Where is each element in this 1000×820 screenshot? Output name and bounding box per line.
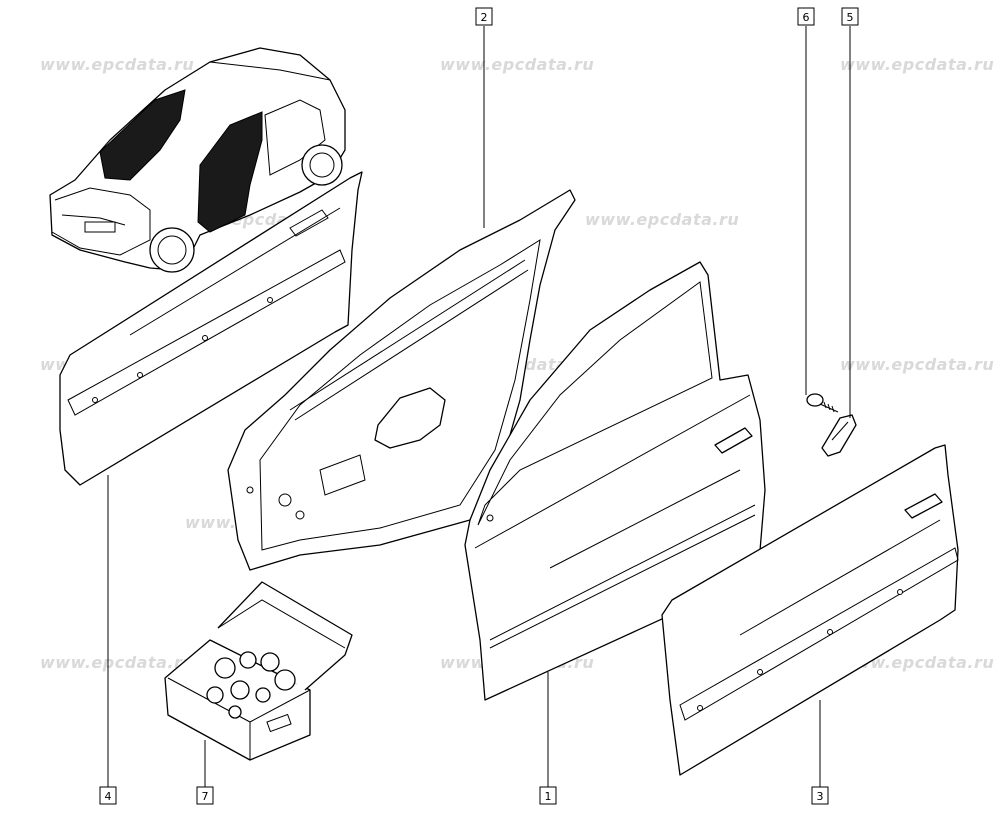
callout-label: 7 bbox=[202, 790, 209, 803]
part-4-door-panel bbox=[59, 171, 363, 486]
part-6-screw bbox=[806, 393, 839, 413]
watermark: www.epcdata.ru bbox=[840, 653, 994, 672]
callout-2: 2 bbox=[475, 7, 493, 26]
watermark: www.epcdata.ru bbox=[40, 55, 194, 74]
callout-label: 6 bbox=[803, 11, 810, 24]
callout-label: 2 bbox=[481, 11, 488, 24]
callout-7: 7 bbox=[196, 786, 214, 805]
watermark: www.epcdata.ru bbox=[840, 55, 994, 74]
callout-1: 1 bbox=[539, 786, 557, 805]
callout-label: 4 bbox=[105, 790, 112, 803]
callout-5: 5 bbox=[841, 7, 859, 26]
callout-label: 3 bbox=[817, 790, 824, 803]
callout-6: 6 bbox=[797, 7, 815, 26]
part-5-hinge bbox=[821, 414, 857, 457]
watermark: www.epcdata.ru bbox=[585, 210, 739, 229]
part-3-door-skin bbox=[661, 444, 959, 776]
leader-lines bbox=[107, 26, 851, 787]
watermark: www.epcdata.ru bbox=[440, 55, 594, 74]
callout-label: 1 bbox=[545, 790, 552, 803]
part-7-clip-box bbox=[164, 581, 353, 761]
callout-4: 4 bbox=[99, 786, 117, 805]
watermark: www.epcdata.ru bbox=[840, 355, 994, 374]
watermark: www.epcdata.ru bbox=[40, 653, 194, 672]
car-overview bbox=[49, 47, 346, 273]
callout-label: 5 bbox=[847, 11, 854, 24]
callout-3: 3 bbox=[811, 786, 829, 805]
